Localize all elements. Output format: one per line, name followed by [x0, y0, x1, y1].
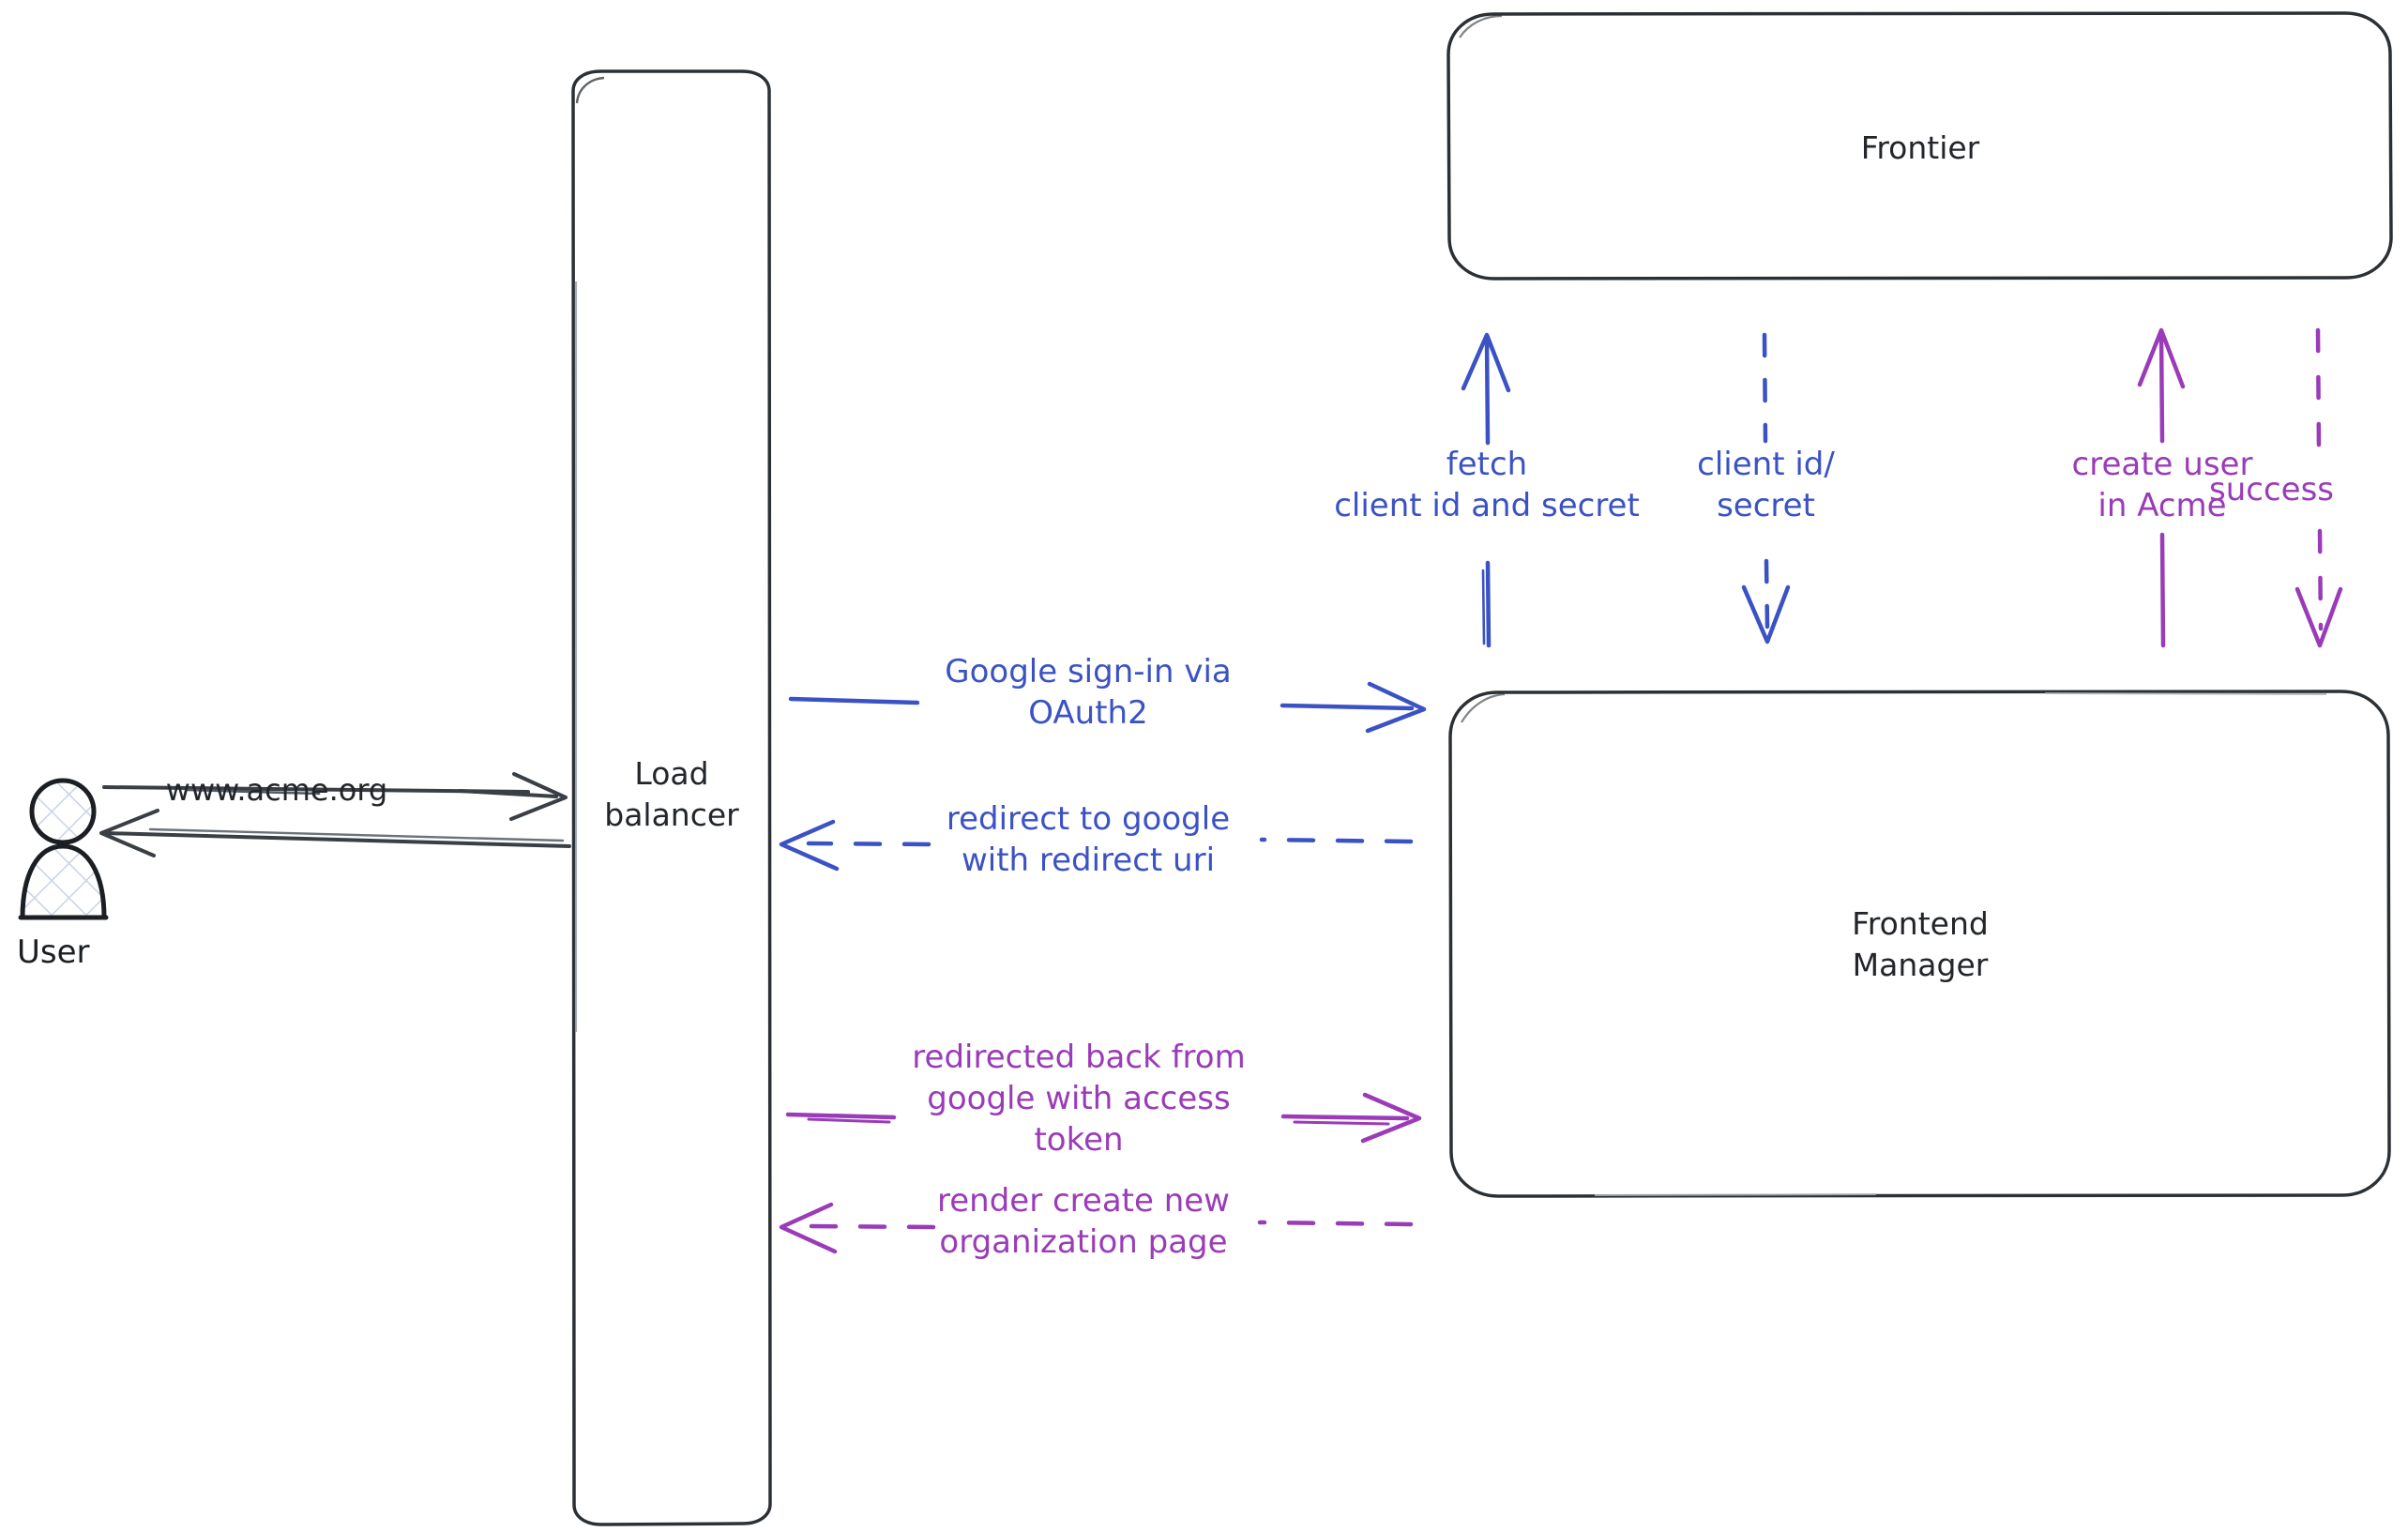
edge-user-to-lb [102, 772, 568, 821]
edge-fm-to-frontier-fetch [1461, 332, 1511, 648]
edge-fm-to-lb-render [779, 1202, 1414, 1254]
node-frontend-manager[interactable] [1448, 690, 2391, 1198]
edge-frontier-to-fm-success [2294, 327, 2343, 648]
edge-lb-to-fm-token [785, 1092, 1422, 1144]
node-load-balancer[interactable] [571, 69, 772, 1526]
edge-lb-to-fm-signin [788, 681, 1427, 734]
edge-fm-to-lb-redirect [779, 819, 1414, 872]
edge-fm-to-frontier-create-user [2137, 327, 2186, 648]
person-icon [18, 778, 109, 920]
edge-lb-to-user [99, 809, 571, 857]
edge-frontier-to-fm-creds [1741, 332, 1791, 645]
node-frontier[interactable] [1446, 11, 2393, 281]
actor-label-user: User [17, 933, 90, 971]
